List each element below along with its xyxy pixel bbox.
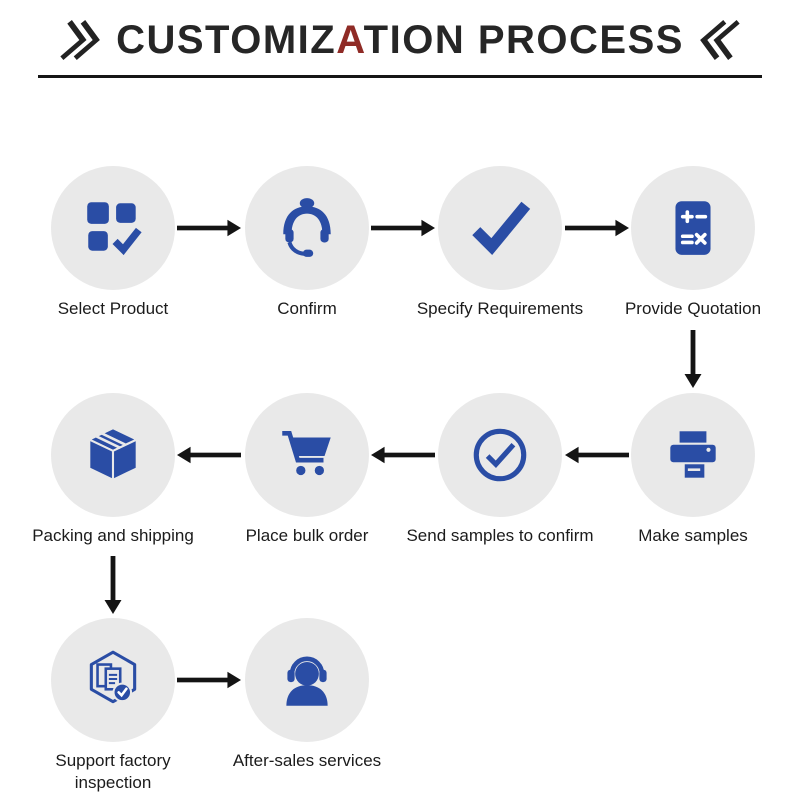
arrow-right-icon xyxy=(565,219,629,237)
step-circle xyxy=(438,393,562,517)
step-label: Place bulk order xyxy=(245,526,369,545)
arrow-right-icon xyxy=(177,671,241,689)
right-double-chevron-icon xyxy=(700,20,740,60)
page-title: CUSTOMIZATION PROCESS xyxy=(0,12,800,68)
title-pre: CUSTOMIZ xyxy=(116,18,337,62)
step-specify-requirements: Specify Requirements xyxy=(417,166,583,318)
bold-checkmark-icon xyxy=(472,201,531,255)
left-double-chevron-icon xyxy=(60,20,100,60)
calculator-icon xyxy=(675,201,711,255)
step-circle xyxy=(245,393,369,517)
headset-person-icon xyxy=(286,656,328,706)
printer-icon xyxy=(670,431,716,478)
step-select-product: Select Product xyxy=(51,166,175,318)
arrow-left-icon xyxy=(565,446,629,464)
package-box-icon xyxy=(86,427,140,482)
step-circle xyxy=(631,166,755,290)
step-label: Send samples to confirm xyxy=(406,526,594,545)
circle-check-icon xyxy=(473,428,527,482)
title-post: TION PROCESS xyxy=(363,18,684,62)
step-label: Confirm xyxy=(277,299,337,318)
step-circle xyxy=(438,166,562,290)
step-label: Make samples xyxy=(638,526,748,545)
step-circle xyxy=(51,166,175,290)
customer-service-icon xyxy=(283,198,331,257)
arrow-right-icon xyxy=(177,219,241,237)
arrow-down-icon xyxy=(104,556,122,614)
title-accent-letter: A xyxy=(336,18,364,62)
step-make-samples: Make samples xyxy=(631,393,755,545)
factory-inspection-icon xyxy=(89,650,137,704)
step-packing-shipping: Packing and shipping xyxy=(32,393,194,545)
shopping-cart-icon xyxy=(282,431,331,476)
step-circle xyxy=(631,393,755,517)
step-label: Packing and shipping xyxy=(32,526,194,545)
step-provide-quotation: Provide Quotation xyxy=(625,166,761,318)
step-label: Support factory inspection xyxy=(55,751,171,793)
step-circle xyxy=(51,393,175,517)
step-circle xyxy=(51,618,175,742)
title-text: CUSTOMIZATION PROCESS xyxy=(116,20,684,60)
step-place-bulk-order: Place bulk order xyxy=(245,393,369,545)
step-label: After-sales services xyxy=(232,751,382,770)
step-confirm: Confirm xyxy=(245,166,369,318)
product-grid-check-icon xyxy=(87,202,142,256)
step-circle xyxy=(245,618,369,742)
step-factory-inspection: Support factory inspection xyxy=(51,618,175,792)
step-label: Select Product xyxy=(57,299,169,318)
arrow-right-icon xyxy=(371,219,435,237)
step-send-samples: Send samples to confirm xyxy=(406,393,594,545)
arrow-down-icon xyxy=(684,330,702,388)
step-label: Specify Requirements xyxy=(416,299,584,318)
step-after-sales: After-sales services xyxy=(233,618,381,770)
step-circle xyxy=(245,166,369,290)
arrow-left-icon xyxy=(371,446,435,464)
title-underline xyxy=(38,75,762,78)
arrow-left-icon xyxy=(177,446,241,464)
step-label: Provide Quotation xyxy=(624,299,762,318)
